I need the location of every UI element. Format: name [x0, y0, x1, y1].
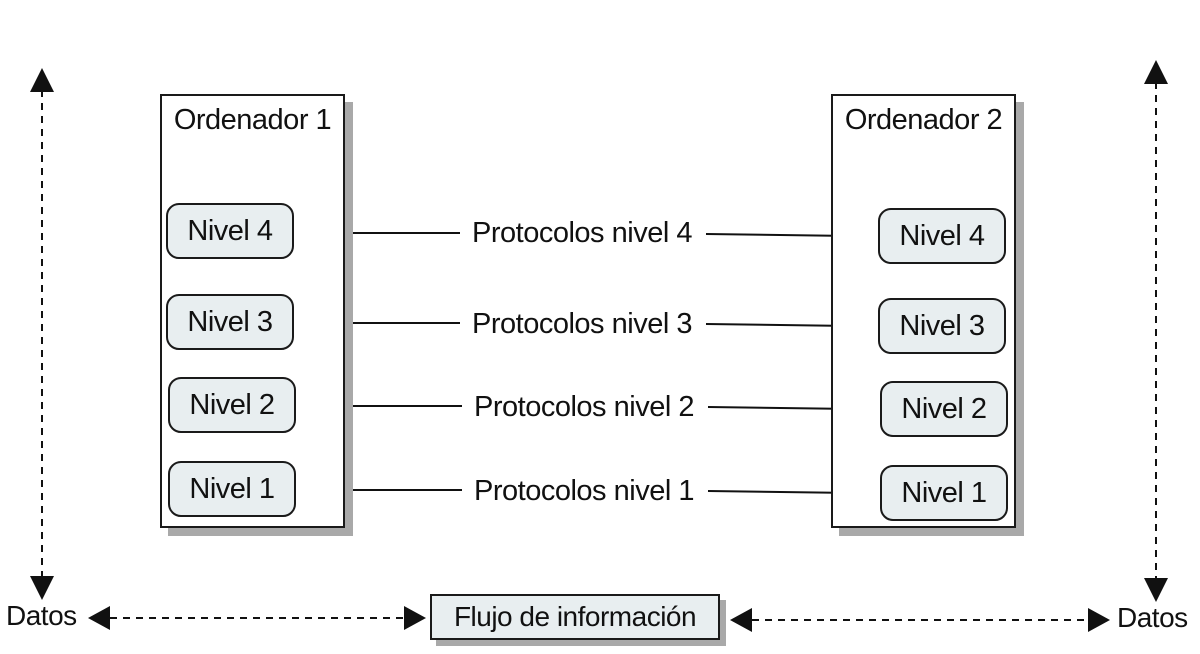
information-flow-box: Flujo de información [430, 594, 720, 640]
computer-2-level-2: Nivel 2 [880, 381, 1008, 437]
computer-2-level-4: Nivel 4 [878, 208, 1006, 264]
protocol-label-4: Protocolos nivel 4 [462, 215, 702, 251]
right-vertical-arrowhead-bottom [1144, 578, 1168, 602]
computer-2-level-3: Nivel 3 [878, 298, 1006, 354]
computer-2-level-1: Nivel 1 [880, 465, 1008, 521]
datos-left-label: Datos [6, 600, 77, 632]
computer-1-level-2: Nivel 2 [168, 377, 296, 433]
computer-2-title: Ordenador 2 [844, 104, 1003, 136]
computer-1-level-1: Nivel 1 [168, 461, 296, 517]
protocol-label-1: Protocolos nivel 1 [464, 473, 704, 509]
left-vertical-arrowhead-bottom [30, 576, 54, 600]
protocol-label-3: Protocolos nivel 3 [462, 306, 702, 342]
datos-right-label: Datos [1117, 602, 1188, 634]
computer-1-title: Ordenador 1 [173, 104, 332, 136]
left-vertical-arrowhead-top [30, 68, 54, 92]
computer-1-level-4: Nivel 4 [166, 203, 294, 259]
right-vertical-arrowhead-top [1144, 60, 1168, 84]
protocol-label-2: Protocolos nivel 2 [464, 389, 704, 425]
computer-1-level-3: Nivel 3 [166, 294, 294, 350]
